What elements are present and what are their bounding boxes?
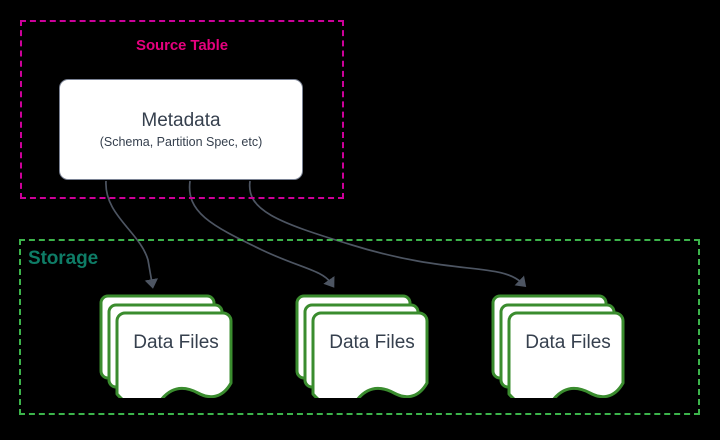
- data-files-stack-icon: [99, 294, 233, 398]
- group-storage[interactable]: Storage: [19, 239, 700, 415]
- data-files-stack-icon: [491, 294, 625, 398]
- node-metadata[interactable]: Metadata (Schema, Partition Spec, etc): [59, 79, 303, 180]
- group-label-source-table: Source Table: [136, 37, 228, 54]
- node-metadata-title: Metadata: [141, 110, 221, 132]
- group-source-table[interactable]: Source Table: [20, 20, 344, 199]
- data-files-stack-icon: [295, 294, 429, 398]
- node-data-files-2[interactable]: Data Files: [291, 294, 431, 398]
- node-data-files-1[interactable]: Data Files: [95, 294, 235, 398]
- node-data-files-3[interactable]: Data Files: [487, 294, 627, 398]
- group-label-storage: Storage: [28, 248, 99, 269]
- node-metadata-subtitle: (Schema, Partition Spec, etc): [99, 134, 263, 149]
